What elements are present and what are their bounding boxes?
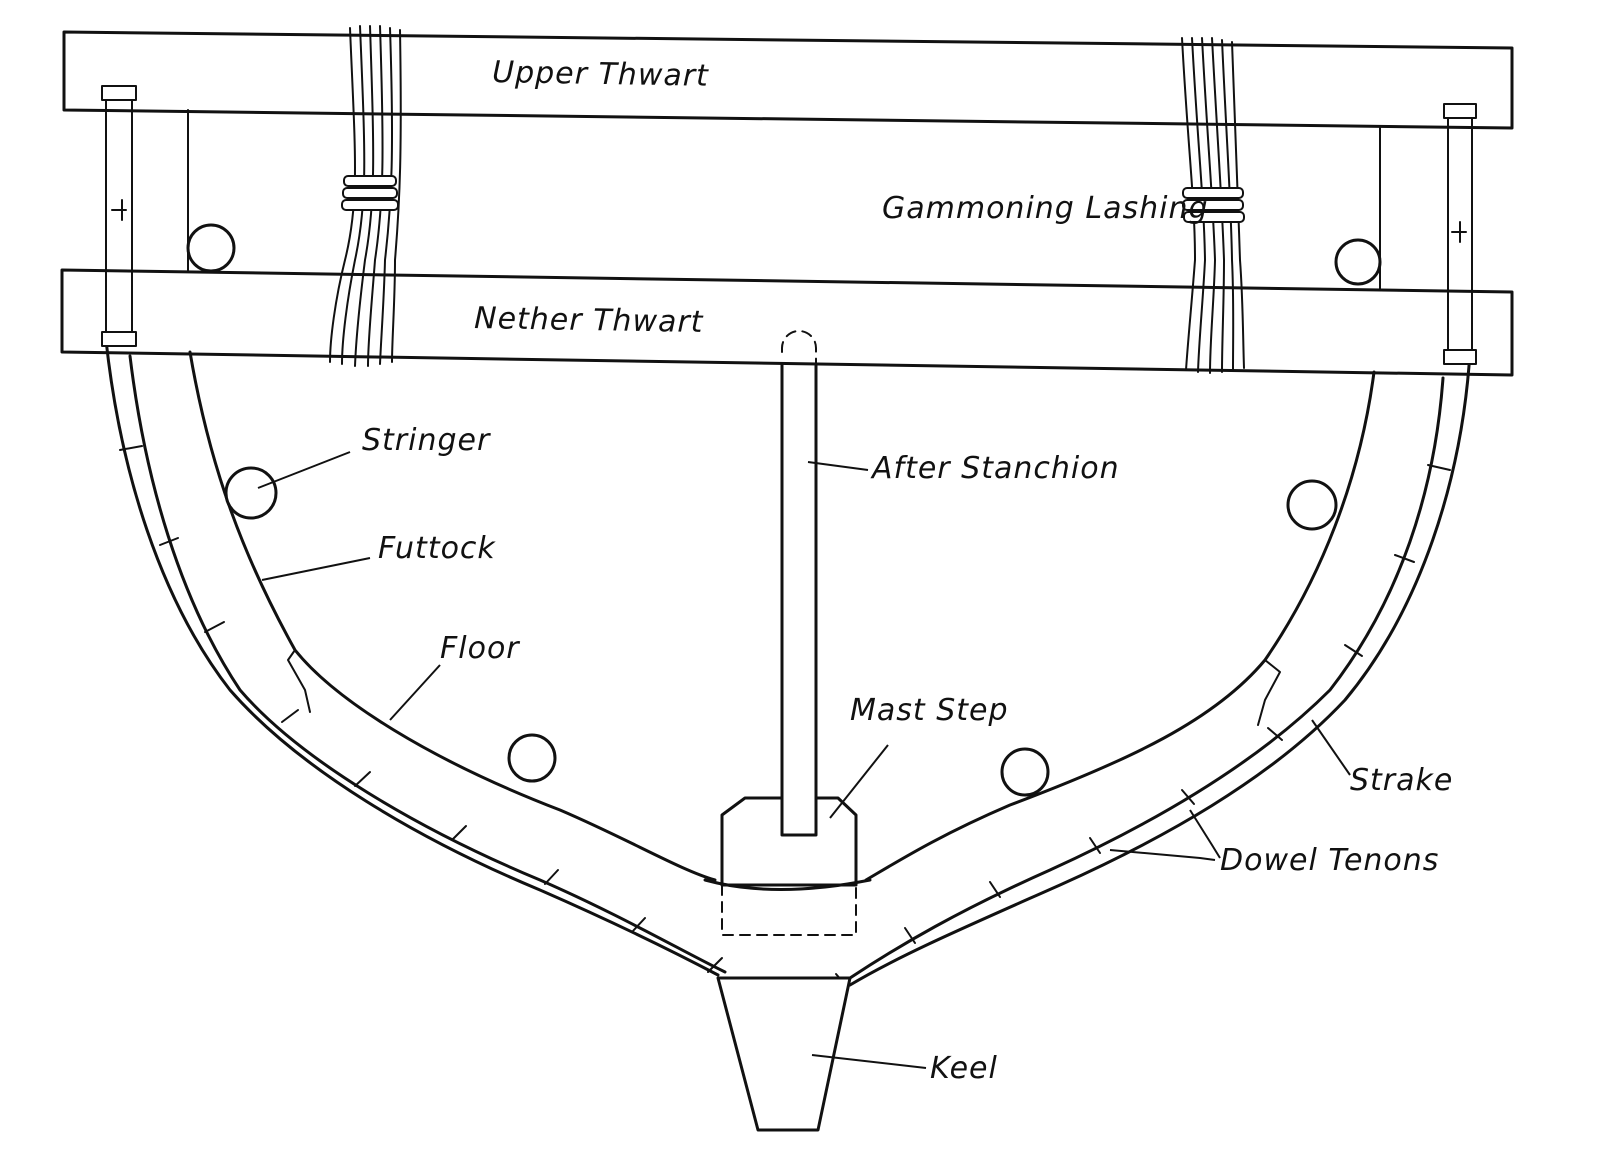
label-mast-step: Mast Step <box>850 693 1009 728</box>
label-strake: Strake <box>1350 763 1453 798</box>
label-after-stanchion: After Stanchion <box>870 451 1120 486</box>
frame-right <box>848 370 1445 980</box>
strake-left <box>104 85 720 977</box>
label-futtock: Futtock <box>378 531 496 566</box>
upper-thwart <box>62 30 1514 130</box>
label-dowel-tenons: Dowel Tenons <box>1220 843 1439 878</box>
label-upper-thwart: Upper Thwart <box>492 55 710 94</box>
nether-thwart <box>60 268 1514 377</box>
label-floor: Floor <box>440 631 520 666</box>
after-stanchion <box>780 330 818 836</box>
label-keel: Keel <box>930 1051 998 1086</box>
gammoning-lashing-left <box>329 25 402 367</box>
stringer-low-right <box>1000 747 1050 797</box>
keel <box>716 976 852 1132</box>
strake-caps <box>101 85 1477 365</box>
label-stringer: Stringer <box>362 423 491 458</box>
stringer-mid-right <box>1286 479 1338 531</box>
gammoning-lashing-right <box>1181 37 1245 374</box>
stringer-upper-left <box>186 223 236 273</box>
stringer-mid-left <box>224 466 278 520</box>
mast-step <box>703 796 872 936</box>
strake-right <box>848 104 1473 987</box>
label-gammoning-lashing: Gammoning Lashing <box>882 191 1209 226</box>
stringer-low-left <box>507 733 557 783</box>
stringer-upper-right <box>1334 238 1382 286</box>
dowel-tenon-marks-left <box>111 199 723 973</box>
leader-lines <box>257 451 1351 1069</box>
label-nether-thwart: Nether Thwart <box>474 301 704 340</box>
